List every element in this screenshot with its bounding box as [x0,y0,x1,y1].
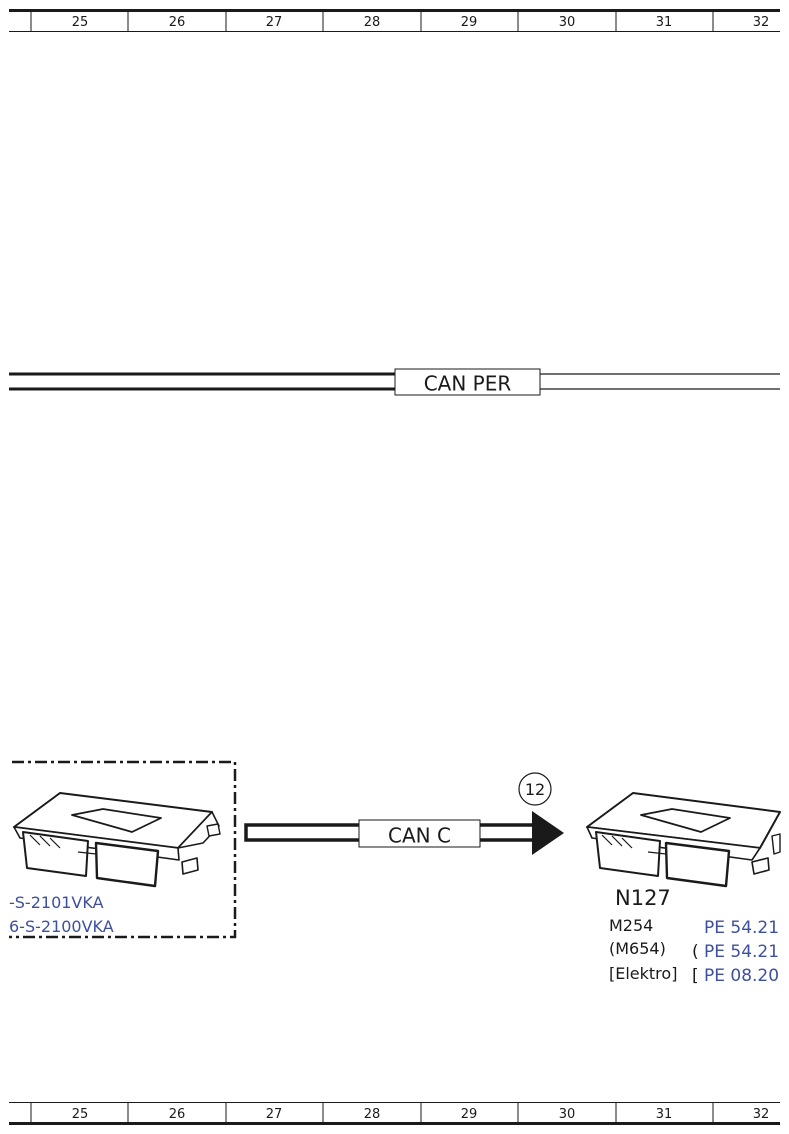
can-per-bus: CAN PER [9,368,780,396]
ruler-column-label: 25 [72,15,89,30]
variant-label: [Elektro] [609,964,677,983]
left-module-ref-link[interactable]: 6-S-2100VKA [9,917,114,936]
ruler-column-label: 28 [364,15,381,30]
bottom-column-ruler: 25 26 27 28 29 30 31 32 [9,1102,780,1125]
variant-label: (M654) [609,939,666,958]
ruler-column-label: 32 [753,1107,770,1122]
control-unit-icon [586,792,781,888]
ruler-column-label: 27 [266,15,283,30]
variant-bracket: ( [692,942,699,962]
ruler-column-label: 28 [364,1107,381,1122]
left-module-ref-link[interactable]: -S-2101VKA [9,893,104,912]
connection-marker-circle [518,772,552,806]
connection-marker-number: 12 [525,780,545,799]
ruler-column-label: 25 [72,1107,89,1122]
can-per-label-box [394,368,541,396]
module-id-n127: N127 [615,886,671,910]
variant-bracket: [ [692,966,699,986]
ruler-column-label: 30 [559,1107,576,1122]
can-c-arrow-head [532,811,564,855]
can-c-label: CAN C [388,824,451,848]
ruler-column-label: 31 [656,1107,673,1122]
can-c-label-box [358,819,481,848]
can-per-label: CAN PER [424,372,512,396]
right-control-module-group: N127 M254 PE 54.21 (M654) ( PE 54.21 [El… [586,792,781,986]
variant-label: M254 [609,916,653,935]
ruler-column-label: 29 [461,15,478,30]
ruler-column-label: 26 [169,15,186,30]
ruler-column-label: 32 [753,15,770,30]
variant-ref-link[interactable]: PE 08.20 [704,966,779,986]
can-c-connection: CAN C 12 [244,772,564,855]
ruler-column-label: 31 [656,15,673,30]
ruler-column-label: 27 [266,1107,283,1122]
ruler-column-label: 29 [461,1107,478,1122]
left-control-module-group: -S-2101VKA 6-S-2100VKA [9,760,237,939]
ruler-column-label: 26 [169,1107,186,1122]
variant-ref-link[interactable]: PE 54.21 [704,942,779,962]
variant-ref-link[interactable]: PE 54.21 [704,918,779,938]
module-boundary-dash-dot [9,760,237,939]
ruler-column-label: 30 [559,15,576,30]
control-unit-icon [13,792,221,888]
top-column-ruler: 25 26 27 28 29 30 31 32 [9,9,780,32]
